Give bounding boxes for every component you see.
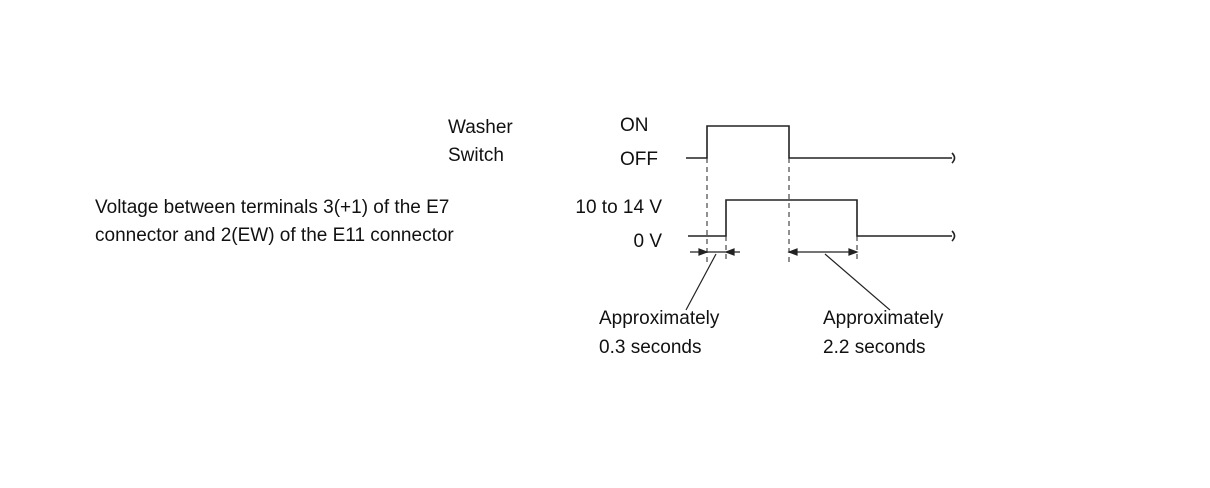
washer-switch-off-label: OFF <box>620 149 658 170</box>
delay-on-arrow-right <box>724 248 735 256</box>
voltage-break-mark <box>951 230 956 242</box>
delay-off-annotation-line2: 2.2 seconds <box>823 337 926 358</box>
voltage-label-line1: Voltage between terminals 3(+1) of the E… <box>95 197 450 218</box>
delay-on-annotation-line2: 0.3 seconds <box>599 337 702 358</box>
washer-switch-break-mark <box>951 152 956 164</box>
washer-switch-label-line2: Switch <box>448 145 504 166</box>
delay-on-annotation-line1: Approximately <box>599 308 720 329</box>
delay-off-arrow-left <box>787 248 798 256</box>
washer-switch-label-line1: Washer <box>448 117 513 138</box>
voltage-high-level-label: 10 to 14 V <box>575 197 662 218</box>
washer-switch-waveform <box>686 125 952 159</box>
voltage-label-line2: connector and 2(EW) of the E11 connector <box>95 225 454 246</box>
delay-off-annotation-line1: Approximately <box>823 308 944 329</box>
delay-on-arrow-left <box>698 248 709 256</box>
washer-switch-on-label: ON <box>620 115 649 136</box>
voltage-low-level-label: 0 V <box>633 231 662 252</box>
delay-off-leader-line <box>824 253 891 311</box>
voltage-waveform <box>688 199 952 237</box>
delay-on-leader-line <box>685 253 717 311</box>
delay-off-arrow-right <box>848 248 859 256</box>
